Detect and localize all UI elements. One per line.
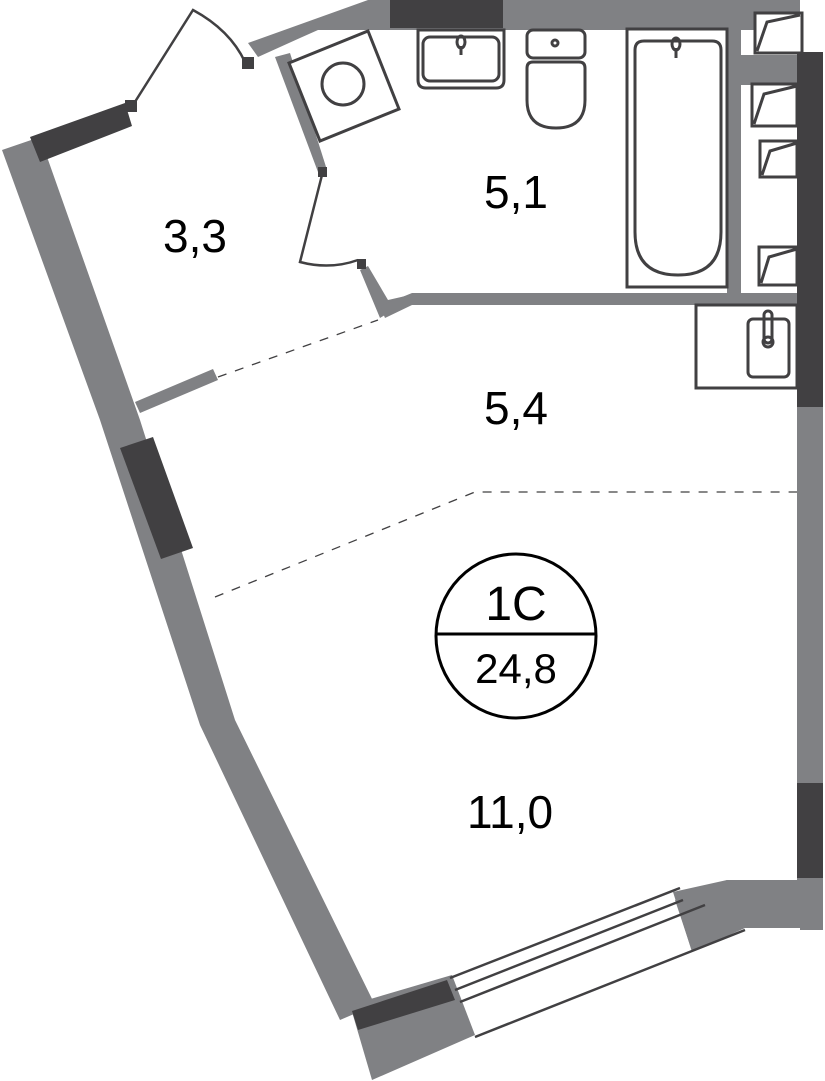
left-exterior-wall	[2, 137, 375, 1020]
room-area-living: 11,0	[467, 786, 553, 838]
shaft-partition	[741, 55, 799, 85]
bathroom-left-wall	[275, 53, 327, 172]
bathroom-door	[298, 174, 359, 267]
toilet-icon	[525, 28, 587, 130]
washing-machine-icon	[287, 29, 401, 143]
entrance-door-jamb-2	[125, 100, 137, 112]
apartment-total-area: 24,8	[475, 645, 557, 692]
window-bottom	[449, 886, 746, 1039]
washbasin-icon	[416, 28, 506, 90]
ventilation-shaft-icons	[750, 11, 804, 287]
apartment-badge: 1С 24,8	[434, 552, 598, 720]
entrance-door-jamb	[242, 57, 254, 69]
zone-dividers	[214, 319, 797, 598]
vent-shaft-icon	[757, 245, 799, 287]
bearing-wall-top-left	[30, 103, 132, 162]
bathroom-door-jamb	[318, 167, 327, 177]
vent-shaft-icon	[750, 82, 799, 128]
vent-shaft-icon	[758, 139, 799, 179]
kitchen-sink-icon	[694, 303, 799, 390]
bearing-wall-left-middle	[120, 437, 193, 559]
bearing-wall-bottom	[352, 980, 455, 1030]
bathtub-partition	[727, 30, 741, 295]
doors	[125, 8, 366, 269]
entrance-door	[131, 8, 247, 106]
apartment-type: 1С	[485, 578, 546, 631]
room-area-kitchen: 5,4	[484, 382, 548, 434]
room-labels: 3,3 5,1 5,4 11,0	[163, 166, 553, 838]
room-area-bathroom: 5,1	[484, 166, 548, 218]
fixtures	[287, 11, 804, 390]
bathroom-bottom-wall	[380, 293, 800, 318]
bathroom-door-jamb-2	[357, 259, 366, 269]
bathtub-icon	[625, 27, 729, 289]
bearing-wall-right-top	[797, 52, 823, 407]
room-area-hall: 3,3	[163, 210, 227, 262]
bearing-wall-right-bottom	[797, 783, 823, 878]
bathroom-top-wall	[248, 0, 800, 57]
bearing-wall-top	[390, 0, 503, 28]
vent-shaft-icon	[753, 11, 804, 55]
window-jamb-right	[673, 880, 800, 952]
hall-partition-wall	[135, 369, 218, 413]
